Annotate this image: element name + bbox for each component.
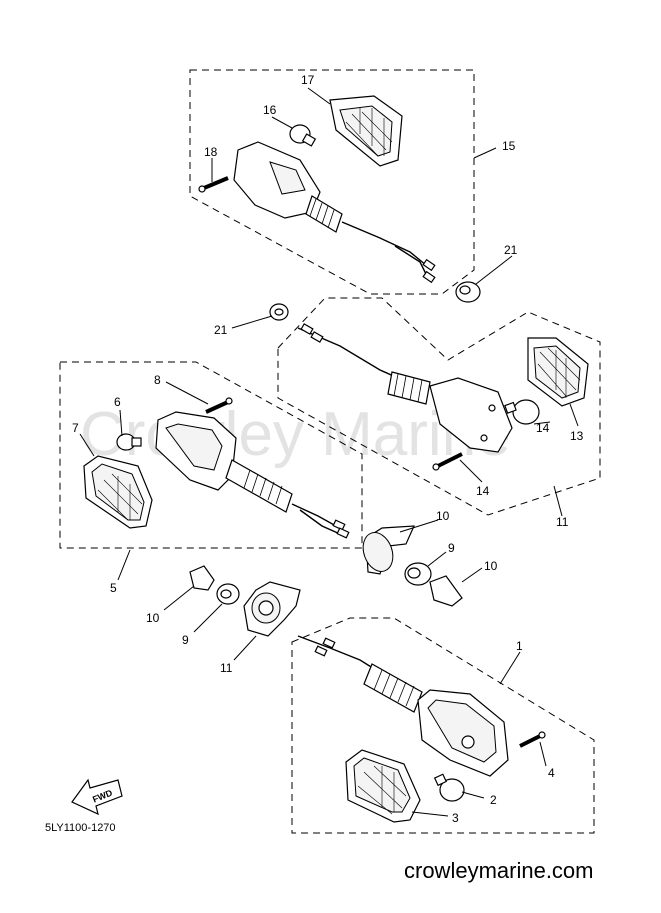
website-label[interactable]: crowleymarine.com [404,858,594,883]
callout-9-left: 9 [182,633,189,647]
callout-9-right: 9 [448,541,455,555]
stem-threads-13 [387,371,431,405]
callout-labels: 17 16 18 15 21 21 8 6 7 14 13 14 11 10 9… [72,73,584,825]
stem-threads-1 [363,663,423,713]
callout-1: 1 [516,639,523,653]
callout-2: 2 [490,793,497,807]
leader-lines [79,87,579,817]
callout-4: 4 [548,766,555,780]
grommet-9-right [404,562,432,586]
callout-14: 14 [536,421,550,435]
callout-20: 18 [204,145,218,159]
callout-10-right: 10 [484,559,498,573]
callout-16: 14 [476,484,490,498]
grommet-9-left [216,583,240,605]
turn-signal-housing-1 [297,635,509,777]
cap-10-left [189,565,215,591]
turn-signal-housing-5 [155,411,350,539]
screw-20 [198,176,229,193]
lens-3 [345,749,421,823]
callout-7: 7 [72,421,79,435]
bracket-12 [362,525,415,575]
bulb-6 [116,433,142,451]
lens-15 [527,337,589,407]
lens-19 [329,95,403,167]
screw-16 [432,452,463,471]
turn-signal-housing-17 [233,141,436,284]
assembly-outline-5 [59,361,363,549]
bulb-18 [289,124,317,147]
callout-21-middle: 21 [214,323,228,337]
nut-21-middle [269,303,289,321]
turn-signal-housing-13 [297,323,513,453]
assembly-outline-1 [291,617,595,834]
callout-21-upper: 21 [504,243,518,257]
cap-10-right [429,575,463,607]
stem-threads-5 [225,459,293,513]
screw-8 [205,397,233,414]
bulb-14 [504,399,540,425]
callout-17: 15 [502,139,516,153]
assembly-outline-13 [277,297,601,516]
callout-11: 11 [220,661,233,675]
callout-12: 10 [436,509,450,523]
callout-19: 17 [301,73,315,87]
callout-6: 6 [114,395,121,409]
callout-10-left: 10 [146,611,160,625]
nut-21-upper [455,281,481,303]
drawing-code: 5LY1100-1270 [45,822,116,834]
fwd-arrow-icon: FWD [71,778,123,816]
screw-4 [519,731,546,748]
callout-5: 5 [110,581,117,595]
stem-threads-17 [305,195,343,233]
callout-8: 8 [154,373,161,387]
callout-13: 11 [556,515,569,529]
bracket-11 [243,581,301,637]
lens-7 [83,455,153,529]
callout-15: 13 [570,429,584,443]
callout-3: 3 [452,811,459,825]
callout-18: 16 [263,103,277,117]
bulb-2 [433,773,465,802]
